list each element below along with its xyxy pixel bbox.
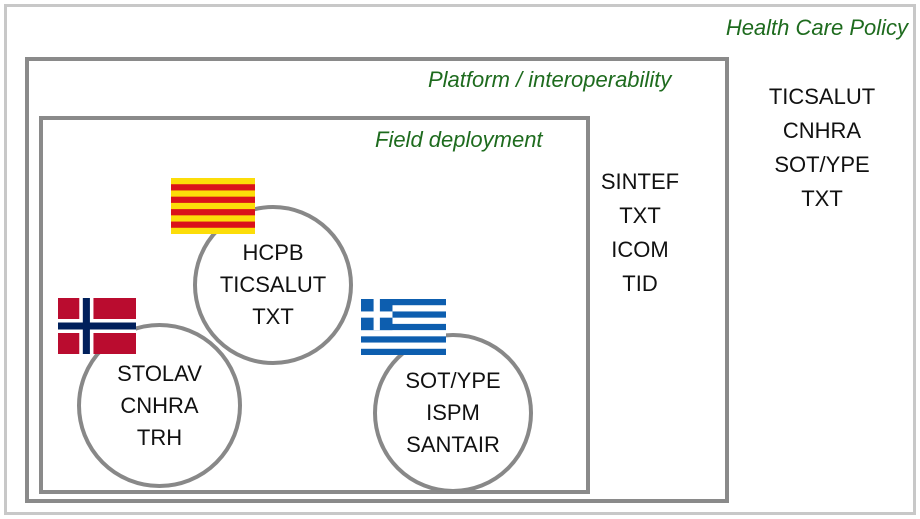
health-care-policy-members: TICSALUT CNHRA SOT/YPE TXT bbox=[757, 80, 887, 216]
member-label: SINTEF bbox=[600, 169, 680, 194]
member-label: TRH bbox=[136, 424, 183, 450]
member-label: SOT/YPE bbox=[774, 152, 870, 177]
member-label: ISPM bbox=[426, 400, 480, 425]
greece-flag-icon bbox=[361, 299, 446, 355]
member-label: TID bbox=[622, 271, 658, 296]
member-label: TXT bbox=[252, 304, 294, 329]
catalonia-flag-icon bbox=[171, 178, 255, 234]
member-label: CNHRA bbox=[782, 118, 862, 143]
member-label: STOLAV bbox=[117, 360, 202, 386]
field-deployment-title: Field deployment bbox=[375, 127, 543, 152]
member-label: SOT/YPE bbox=[405, 368, 501, 393]
platform-interoperability-title: Platform / interoperability bbox=[428, 67, 672, 92]
health-care-policy-title: Health Care Policy bbox=[725, 15, 908, 40]
health-care-policy-box bbox=[4, 4, 916, 515]
member-label: TICSALUT bbox=[219, 272, 327, 297]
member-label: CNHRA bbox=[120, 392, 199, 418]
member-label: ICOM bbox=[611, 237, 669, 262]
member-label: TXT bbox=[619, 203, 661, 228]
member-label: SANTAIR bbox=[406, 432, 500, 457]
platform-interoperability-box bbox=[25, 57, 729, 503]
member-label: TXT bbox=[801, 186, 843, 211]
member-label: TICSALUT bbox=[768, 84, 876, 109]
platform-members: SINTEF TXT ICOM TID bbox=[585, 165, 695, 301]
field-deployment-box bbox=[39, 116, 590, 494]
member-label: HCPB bbox=[242, 240, 304, 265]
norway-flag-icon bbox=[58, 298, 136, 354]
site-circle-greece: SOT/YPE ISPM SANTAIR bbox=[373, 333, 533, 493]
